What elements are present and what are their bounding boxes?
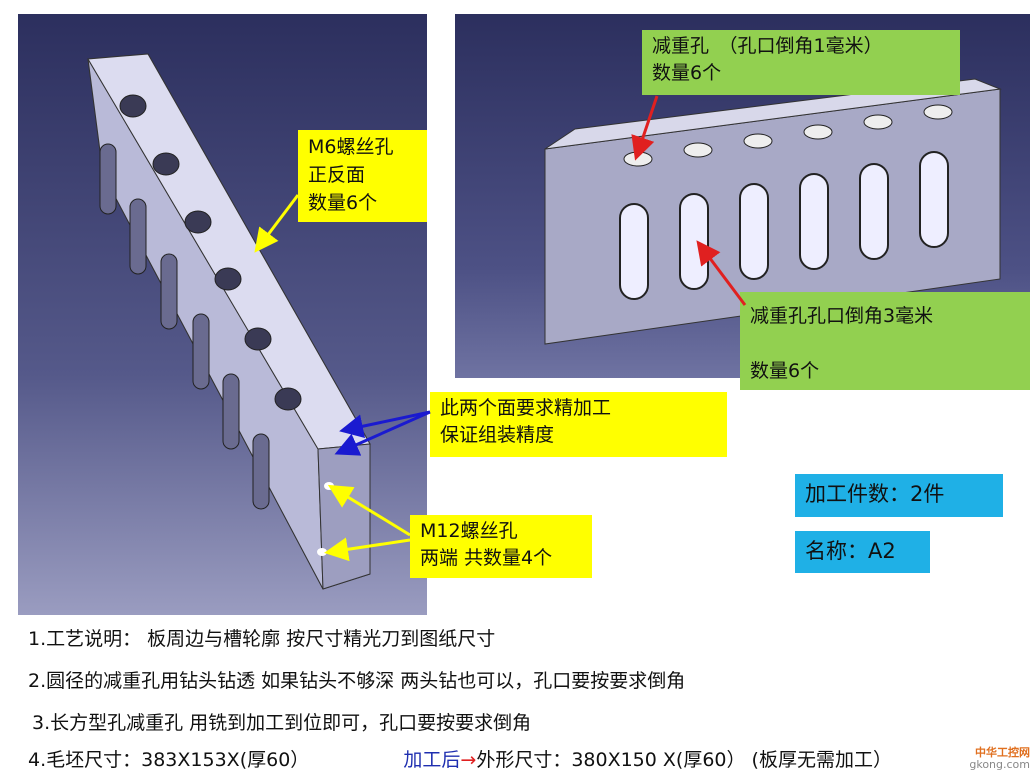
round-hole-label: 减重孔 （孔口倒角1毫米） 数量6个 <box>642 30 960 95</box>
label-line: 减重孔孔口倒角3毫米 <box>750 305 934 327</box>
watermark-url: gkong.com <box>969 758 1030 771</box>
note-1: 1.工艺说明： 板周边与槽轮廓 按尺寸精光刀到图纸尺寸 <box>28 628 496 650</box>
slot-hole-label: 减重孔孔口倒角3毫米 数量6个 <box>740 292 1030 390</box>
quantity-label: 加工件数：2件 <box>795 474 1003 517</box>
finish-faces-label: 此两个面要求精加工 保证组装精度 <box>430 392 727 457</box>
arrow-icon: → <box>460 749 477 771</box>
part-model-left <box>87 53 371 590</box>
note-4: 4.毛坯尺寸：383X153X(厚60） 加工后→外形尺寸：380X150 X(… <box>28 745 892 772</box>
label-line: 数量6个 <box>750 360 820 382</box>
label-line: 数量6个 <box>308 192 378 214</box>
m6-thread-label: M6螺丝孔 正反面 数量6个 <box>298 130 427 222</box>
note-2: 2.圆径的减重孔用钻头钻透 如果钻头不够深 两头钻也可以，孔口要按要求倒角 <box>28 670 686 692</box>
final-size: 外形尺寸：380X150 X(厚60） (板厚无需加工） <box>476 749 892 771</box>
watermark-text: 中华工控网 <box>975 746 1030 759</box>
label-line: 正反面 <box>308 164 366 186</box>
note-3: 3.长方型孔减重孔 用铣到加工到位即可，孔口要按要求倒角 <box>32 712 532 734</box>
after-machining: 加工后 <box>403 749 461 771</box>
label-line: 数量6个 <box>652 62 722 84</box>
cad-view-isometric <box>18 14 427 615</box>
label-line: 减重孔 （孔口倒角1毫米） <box>652 35 883 57</box>
m12-thread-label: M12螺丝孔 两端 共数量4个 <box>410 515 592 578</box>
label-line: 保证组装精度 <box>440 424 555 446</box>
blank-size: 4.毛坯尺寸：383X153X(厚60） <box>28 749 310 771</box>
label-line: M6螺丝孔 <box>308 136 394 158</box>
label-line: M12螺丝孔 <box>420 520 518 542</box>
part-name-label: 名称：A2 <box>795 531 930 573</box>
label-line: 此两个面要求精加工 <box>440 397 612 419</box>
part-model-right <box>544 78 1002 345</box>
label-line: 两端 共数量4个 <box>420 547 553 569</box>
